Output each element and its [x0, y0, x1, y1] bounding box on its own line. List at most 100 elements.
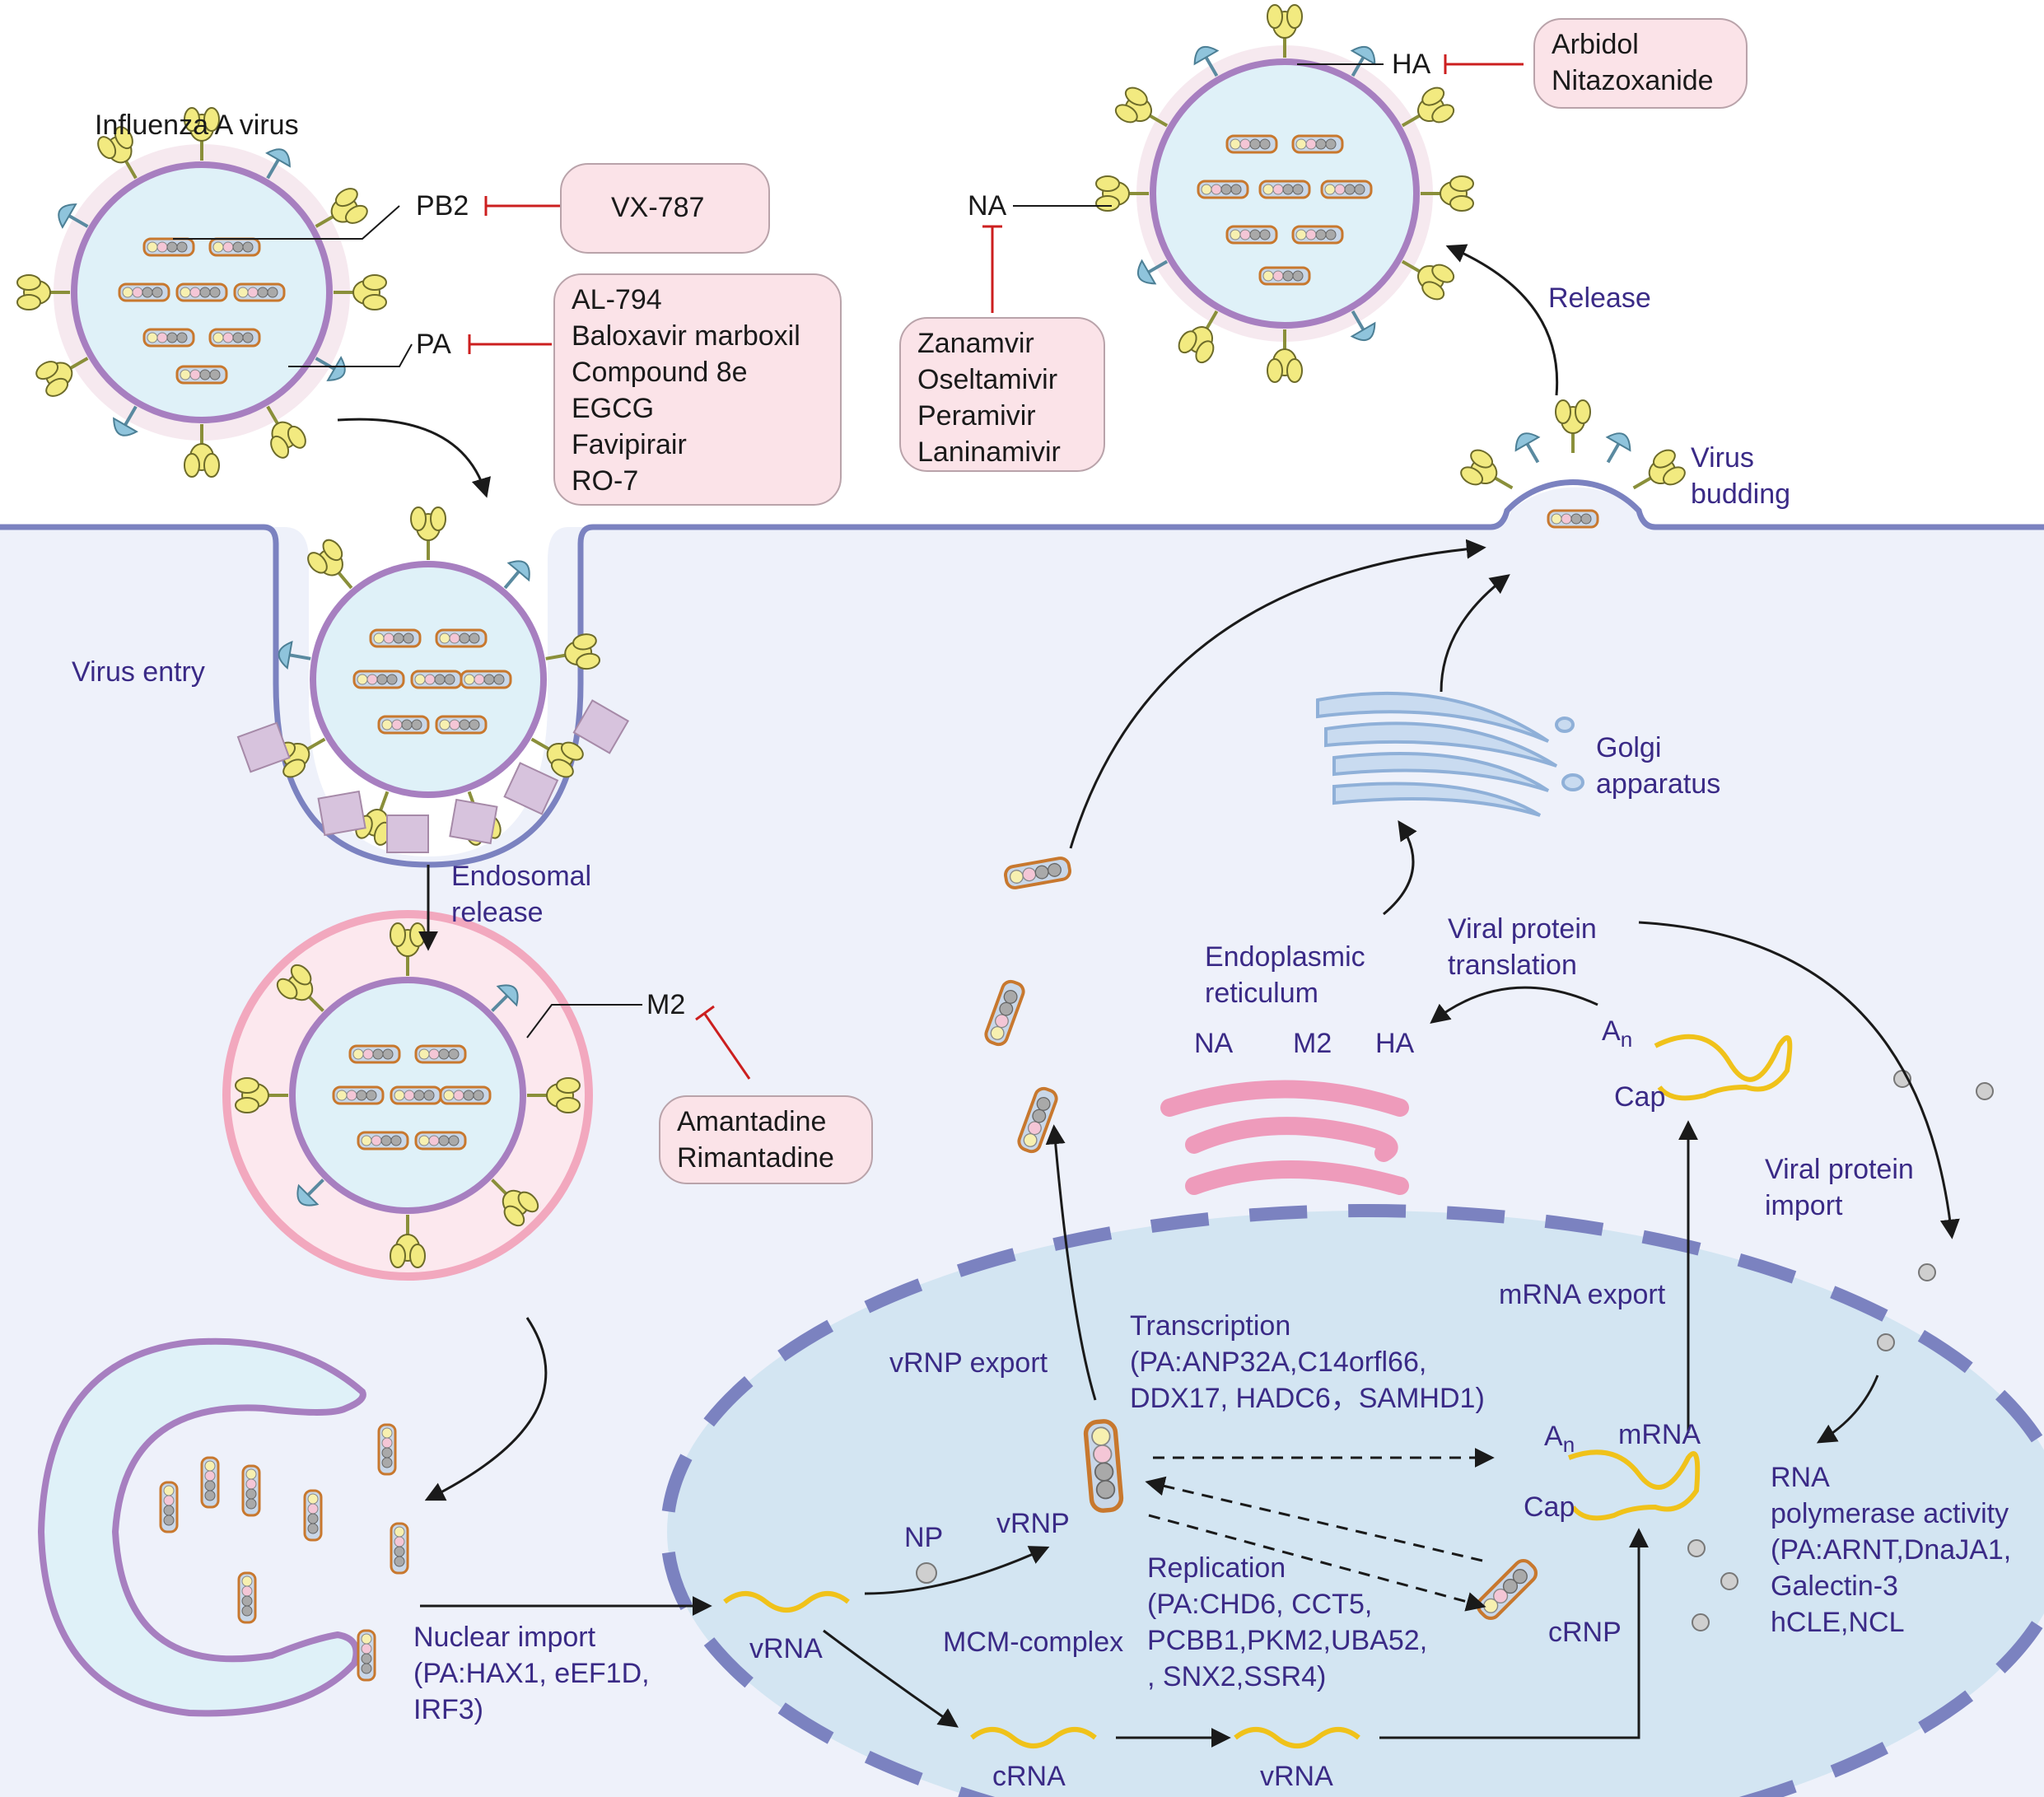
- replication-label: Replication (PA:CHD6, CCT5, PCBB1,PKM2,U…: [1147, 1550, 1427, 1695]
- an-a-cytoplasm: A: [1602, 1015, 1621, 1047]
- na-drug-3: Laninamivir: [917, 436, 1061, 468]
- protein-import-line-0: Viral protein: [1765, 1154, 1914, 1185]
- ha-label-top: HA: [1392, 49, 1431, 80]
- np-particle: [916, 1562, 937, 1584]
- golgi-line-0: Golgi: [1596, 732, 1662, 763]
- na-drug-1: Oseltamivir: [917, 364, 1058, 395]
- ha-drug-1: Nitazoxanide: [1552, 65, 1714, 96]
- mrna-cytoplasm: [1654, 1034, 1793, 1101]
- na-drug-2: Peramivir: [917, 400, 1036, 432]
- na-drug-box: Zanamvir Oseltamivir Peramivir Laninamiv…: [899, 317, 1105, 472]
- translation-line-1: translation: [1448, 950, 1577, 981]
- replication-line-2: PCBB1,PKM2,UBA52,: [1147, 1625, 1428, 1656]
- rna-pol-line-1: polymerase activity: [1771, 1498, 2009, 1529]
- crna-label: cRNA: [992, 1761, 1066, 1792]
- inhibition-bars: [468, 54, 1524, 1080]
- dashed-arrows: [1145, 1448, 1495, 1612]
- influenza-virion-topleft: [54, 144, 350, 441]
- endosome-virion: [222, 910, 593, 1281]
- nuclear-import-label: Nuclear import (PA:HAX1, eEF1D, IRF3): [413, 1619, 650, 1728]
- vrnp-export-label: vRNP export: [889, 1347, 1048, 1379]
- pb2-label: PB2: [416, 190, 469, 222]
- lifecycle-arrows: [337, 244, 1960, 1748]
- pa-drug-5: RO-7: [572, 465, 639, 497]
- transcription-label: Transcription (PA:ANP32A,C14orfl66, DDX1…: [1130, 1308, 1485, 1417]
- virus-budding-line-0: Virus: [1691, 442, 1754, 474]
- an-n-cytoplasm: n: [1620, 1026, 1633, 1052]
- golgi-label: Golgi apparatus: [1596, 730, 1720, 802]
- translation-label: Viral protein translation: [1448, 911, 1597, 983]
- m2-drug-0: Amantadine: [677, 1106, 827, 1137]
- transcription-line-2: DDX17, HADC6，SAMHD1): [1130, 1383, 1485, 1414]
- pa-drug-2: Compound 8e: [572, 357, 748, 388]
- transcription-line-1: (PA:ANP32A,C14orfl66,: [1130, 1347, 1427, 1378]
- virus-title: Influenza A virus: [95, 110, 299, 141]
- m2-drug-box: Amantadine Rimantadine: [659, 1095, 873, 1184]
- m2-drug-1: Rimantadine: [677, 1142, 834, 1174]
- endoplasmic-reticulum: [1160, 1080, 1409, 1195]
- virus-budding-line-1: budding: [1691, 478, 1791, 510]
- mrna-label: mRNA: [1618, 1419, 1701, 1450]
- leader-lines: [173, 63, 1384, 1039]
- crnp-label: cRNP: [1548, 1617, 1622, 1648]
- nuclear-import-line-0: Nuclear import: [413, 1622, 596, 1653]
- pa-drug-1: Baloxavir marboxil: [572, 320, 800, 352]
- na-drug-0: Zanamvir: [917, 328, 1034, 359]
- replication-line-0: Replication: [1147, 1552, 1286, 1584]
- protein-import-line-1: import: [1765, 1190, 1843, 1221]
- er-line-0: Endoplasmic: [1205, 941, 1365, 973]
- pb2-drug-box: VX-787: [560, 163, 770, 254]
- cap-cytoplasm-label: Cap: [1614, 1081, 1666, 1113]
- an-n-nucleus: n: [1562, 1431, 1575, 1457]
- m2-er-label: M2: [1293, 1028, 1332, 1059]
- an-nucleus-label: An: [1544, 1418, 1575, 1463]
- cap-nucleus-label: Cap: [1524, 1491, 1575, 1523]
- er-line-1: reticulum: [1205, 978, 1318, 1009]
- golgi-apparatus: [1316, 691, 1584, 817]
- replication-line-1: (PA:CHD6, CCT5,: [1147, 1589, 1373, 1620]
- na-label-top: NA: [968, 190, 1007, 222]
- pa-drug-3: EGCG: [572, 393, 655, 424]
- endosomal-release-label: Endosomal release: [451, 858, 591, 931]
- an-cytoplasm-label: An: [1602, 1013, 1632, 1057]
- pa-drug-4: Favipirair: [572, 429, 687, 460]
- transcription-line-0: Transcription: [1130, 1310, 1291, 1342]
- m2-label: M2: [646, 989, 686, 1020]
- vrnp-in-nucleus: [1085, 1421, 1122, 1512]
- endosomal-release-line-0: Endosomal: [451, 861, 592, 892]
- nuclear-import-particles: [1687, 1070, 1994, 1631]
- rna-polymerase-label: RNA polymerase activity (PA:ARNT,DnaJA1,…: [1771, 1459, 2011, 1641]
- virus-budding-label: Virus budding: [1691, 440, 1790, 512]
- er-label: Endoplasmic reticulum: [1205, 939, 1365, 1011]
- golgi-line-1: apparatus: [1596, 768, 1721, 800]
- ha-er-label: HA: [1375, 1028, 1415, 1059]
- protein-import-label: Viral protein import: [1765, 1151, 1914, 1224]
- released-virion: [1094, 3, 1475, 384]
- vrna-squiggle-1: [723, 1591, 850, 1613]
- rna-pol-line-0: RNA: [1771, 1462, 1830, 1493]
- entering-virion: [268, 506, 603, 849]
- np-label: NP: [904, 1522, 944, 1553]
- crna-squiggle: [970, 1727, 1097, 1748]
- release-label: Release: [1548, 282, 1651, 314]
- ha-drug-0: Arbidol: [1552, 29, 1639, 60]
- translation-line-0: Viral protein: [1448, 913, 1597, 945]
- vrna-label-2: vRNA: [1260, 1761, 1333, 1792]
- mrna-export-label: mRNA export: [1499, 1279, 1666, 1310]
- uncoating-vesicle: [37, 1337, 366, 1717]
- mrna-nucleus: [1567, 1449, 1701, 1521]
- pa-label: PA: [416, 329, 451, 360]
- vrna-label-1: vRNA: [749, 1633, 823, 1664]
- nucleus: [660, 1204, 2044, 1797]
- pa-drug-box: AL-794 Baloxavir marboxil Compound 8e EG…: [553, 273, 842, 506]
- ha-drug-box: Arbidol Nitazoxanide: [1533, 18, 1748, 109]
- rna-pol-line-3: Galectin-3: [1771, 1571, 1898, 1602]
- replication-line-3: , SNX2,SSR4): [1147, 1661, 1327, 1692]
- receptors: [236, 699, 630, 853]
- mcm-complex-label: MCM-complex: [943, 1627, 1124, 1658]
- vrnp-label: vRNP: [996, 1508, 1070, 1539]
- rna-pol-line-2: (PA:ARNT,DnaJA1,: [1771, 1534, 2012, 1566]
- nuclear-import-line-2: IRF3): [413, 1694, 483, 1725]
- vrna-squiggle-2: [1234, 1727, 1360, 1748]
